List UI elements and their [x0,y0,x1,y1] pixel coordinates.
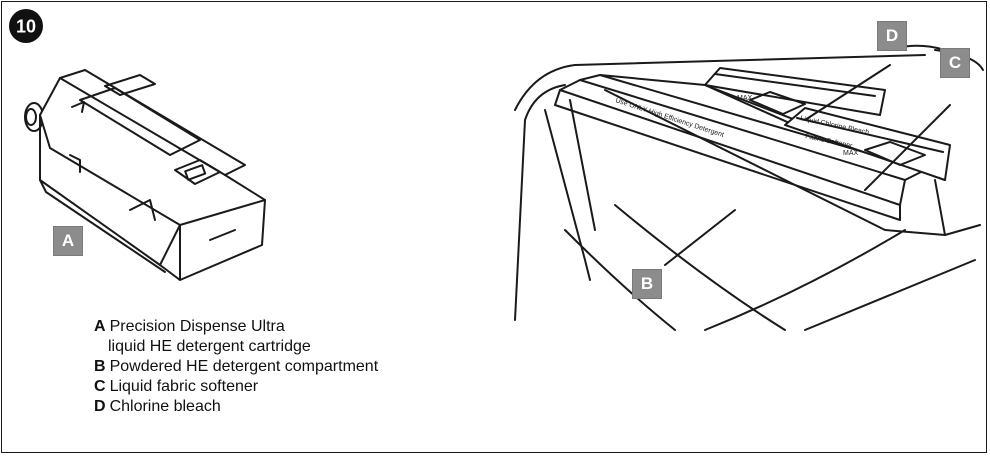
step-number-text: 10 [16,17,36,37]
legend-text-d: Chlorine bleach [109,398,221,415]
dispenser-drawer-illustration: Use ONLY High Efficiency Detergent Liqui… [514,44,984,331]
softener-max-label: MAX [843,150,859,157]
callout-d: D [877,21,907,51]
legend-key-d: D [94,398,106,415]
legend-key-a: A [94,318,106,335]
callout-b: B [632,269,662,299]
step-number-badge: 10 [8,8,44,44]
legend-key-c: C [94,378,106,395]
cartridge-illustration [24,69,266,281]
he-detergent-panel-label: Use ONLY High Efficiency Detergent [614,97,724,139]
legend-text-b: Powdered HE detergent compartment [109,358,379,375]
legend-text-a-line1: Precision Dispense Ultra [109,318,285,335]
callout-c: C [940,48,970,78]
callout-a: A [53,226,83,256]
legend-key-b: B [94,358,106,375]
bleach-max-label: MAX [737,95,753,102]
legend-text-c: Liquid fabric softener [109,378,259,395]
legend-text-a-line2: liquid HE detergent cartridge [108,338,311,355]
